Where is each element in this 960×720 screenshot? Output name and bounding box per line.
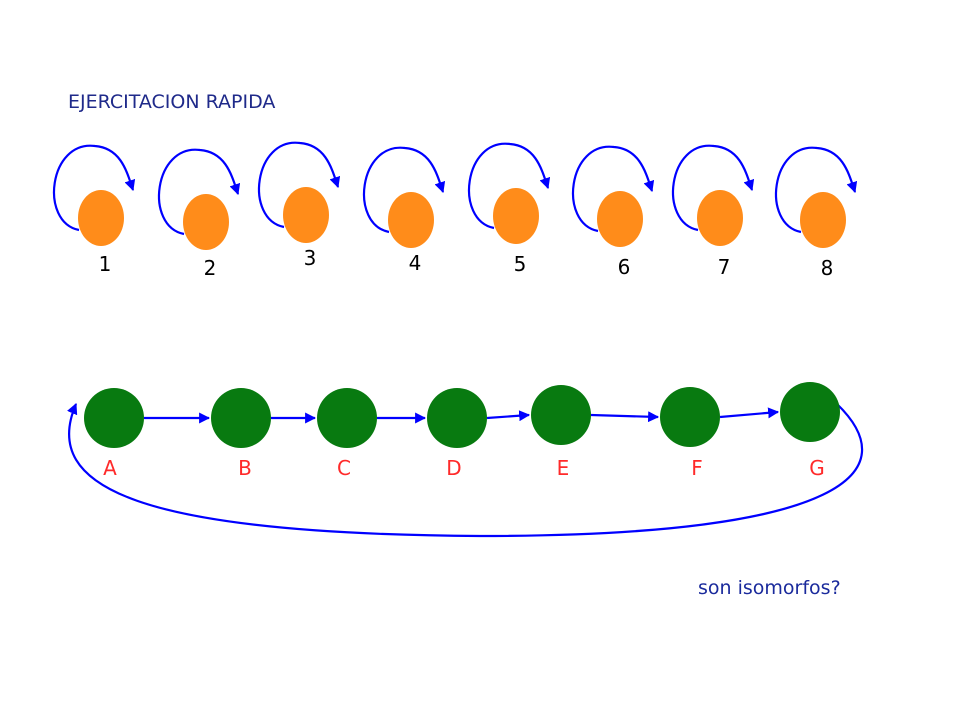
cycle-edge-D-E: [486, 410, 531, 422]
loop-node-label: 2: [204, 256, 217, 280]
self-loop-edge-7: [671, 144, 755, 232]
self-loop-edge-4: [362, 146, 446, 234]
cycle-edge-F-G: [719, 407, 780, 419]
cycle-node-G: [780, 382, 840, 442]
loop-node-label: 7: [718, 255, 731, 279]
loop-node-1: [78, 190, 124, 246]
cycle-edge-E-F: [590, 411, 660, 423]
loop-node-6: [597, 191, 643, 247]
cycle-node-E: [531, 385, 591, 445]
loop-node-label: 3: [304, 246, 317, 270]
cycle-node-A: [84, 388, 144, 448]
cycle-node-C: [317, 388, 377, 448]
cycle-node-label: B: [238, 456, 252, 480]
self-loop-edge-2: [157, 148, 241, 236]
cycle-node-label: E: [557, 456, 570, 480]
loop-node-5: [493, 188, 539, 244]
self-loop-edge-5: [467, 142, 551, 230]
loop-node-label: 5: [514, 252, 527, 276]
loop-node-8: [800, 192, 846, 248]
loop-node-2: [183, 194, 229, 250]
cycle-node-label: C: [337, 456, 351, 480]
loop-node-4: [388, 192, 434, 248]
cycle-node-F: [660, 387, 720, 447]
self-loop-edge-8: [774, 146, 858, 234]
page-title: EJERCITACION RAPIDA: [68, 91, 275, 113]
cycle-node-label: A: [103, 456, 117, 480]
cycle-node-label: G: [809, 456, 825, 480]
loop-node-3: [283, 187, 329, 243]
loop-node-label: 6: [618, 255, 631, 279]
self-loop-edge-1: [52, 144, 136, 232]
loop-node-label: 4: [409, 251, 422, 275]
question-text: son isomorfos?: [698, 577, 841, 599]
self-loop-graph: 1 2 3 4 5 6 7 8: [52, 141, 858, 280]
cycle-node-label: F: [691, 456, 703, 480]
cycle-node-B: [211, 388, 271, 448]
loop-node-7: [697, 190, 743, 246]
cycle-node-label: D: [446, 456, 461, 480]
cycle-node-D: [427, 388, 487, 448]
self-loop-edge-3: [257, 141, 341, 229]
self-loop-edge-6: [571, 145, 655, 233]
loop-node-label: 1: [99, 252, 112, 276]
cycle-graph: A B C D E F G: [67, 382, 864, 538]
loop-node-label: 8: [821, 256, 834, 280]
cycle-edge-G-A: [67, 402, 864, 538]
